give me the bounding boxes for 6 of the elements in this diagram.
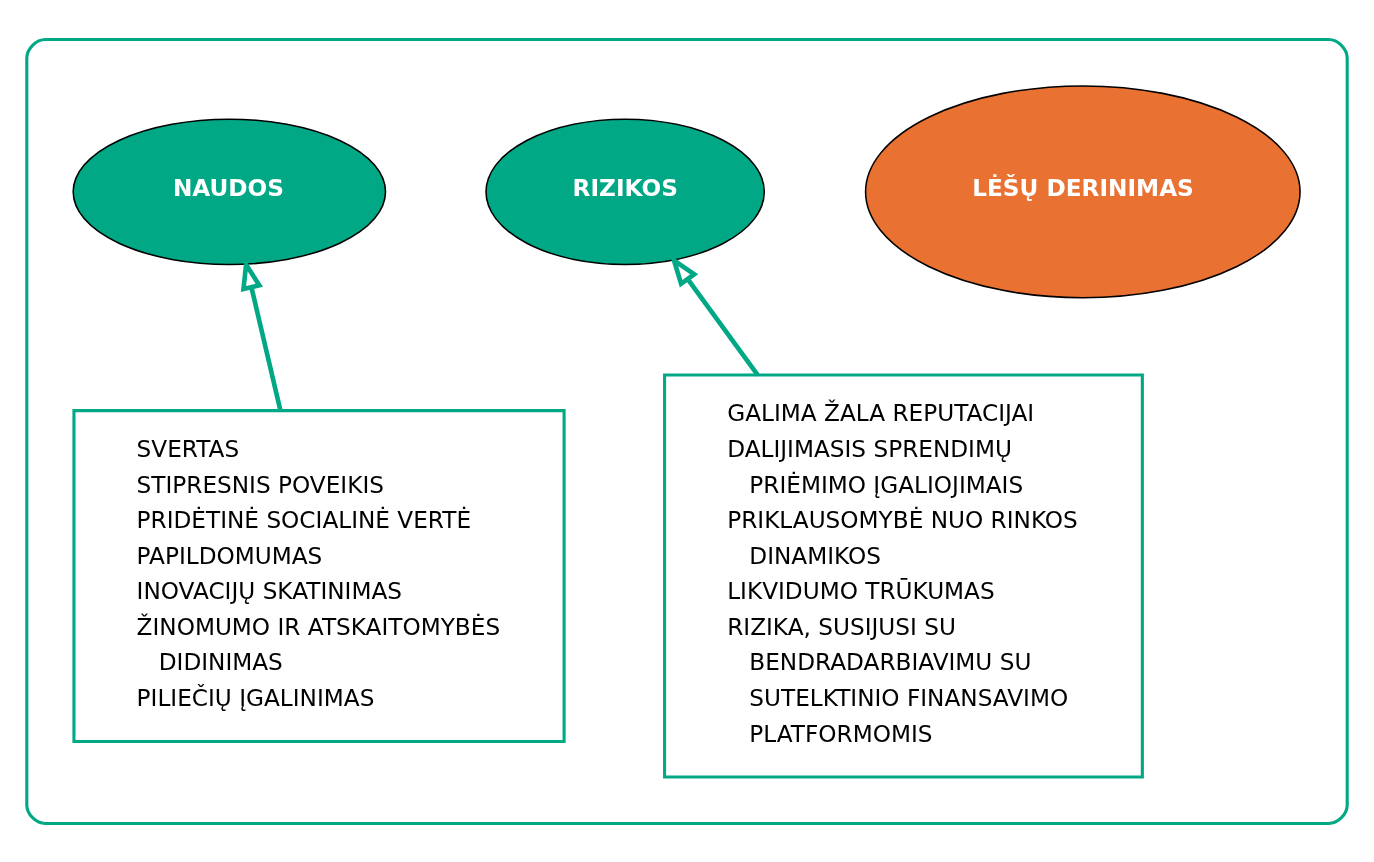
node-box: SVERTAS STIPRESNIS POVEIKIS PRIDĖTINĖ SOCIALINĖ VERTĖ PAPILDOMUMAS INOVACIJŲ SKATINIMAS ŽINOMUMO IR ATSKAITOMYBĖS DIDINIMAS PILIEČIŲ ĮGALINIMAS [72, 408, 566, 743]
node-ellipse: LĖŠŲ DERINIMAS [864, 84, 1301, 299]
cluster [25, 37, 1349, 825]
node-box: GALIMA ŽALA REPUTACIJAI DALIJIMASIS SPRENDIMŲ PRIĖMIMO ĮGALIOJIMAIS PRIKLAUSOMYBĖ NUO RINKOS DINAMIKOS LIKVIDUMO TRŪKUMAS RIZIKA, SUSIJUSI SU BENDRADARBIAVIMU SU SUTELKTINIO FINANSAVIMO PLATFORMOMIS [663, 373, 1144, 779]
node-ellipse: NAUDOS [72, 117, 387, 265]
node-ellipse: RIZIKOS [485, 117, 766, 265]
